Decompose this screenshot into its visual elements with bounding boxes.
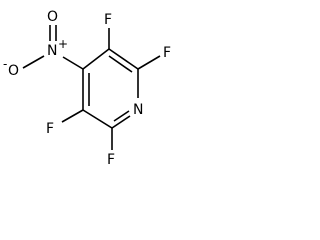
bond-c2-f: [137, 55, 161, 70]
bond-c5-c6: [82, 109, 113, 129]
molecule-structure: F F N F F N + O O -: [3, 9, 171, 168]
atom-o-left: O: [8, 63, 19, 79]
bond-n-o-single: [22, 55, 45, 69]
atom-f-top: F: [104, 12, 112, 28]
atom-f-bottom: F: [107, 152, 115, 168]
atom-f-right: F: [163, 45, 171, 61]
bond-c4-n-nitro: [62, 56, 84, 70]
atom-n-ring: N: [133, 102, 143, 118]
atom-o-top: O: [47, 9, 58, 25]
charge-minus: -: [3, 57, 7, 71]
atom-f-left: F: [46, 121, 54, 137]
bond-c6-n: [111, 115, 131, 129]
atom-n-nitro: N: [47, 43, 57, 59]
bond-c5-f: [61, 109, 84, 123]
bond-c2-c3-inner: [108, 55, 133, 73]
charge-plus: +: [58, 37, 68, 51]
bond-c2-c3: [108, 48, 139, 70]
bond-c6-n-inner: [113, 110, 130, 122]
bond-c3-c4: [82, 48, 110, 70]
